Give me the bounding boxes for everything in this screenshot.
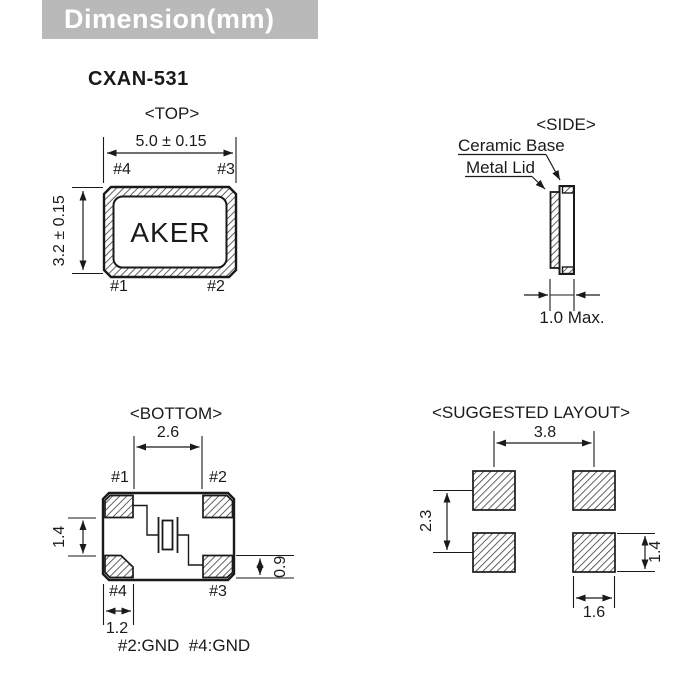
top-pad-label-3: #3 bbox=[217, 161, 235, 178]
top-view-title: <TOP> bbox=[144, 104, 200, 123]
brand-marking: AKER bbox=[130, 216, 211, 248]
bottom-pad-label-2: #2 bbox=[209, 469, 227, 486]
metal-lid-shape bbox=[549, 191, 561, 269]
crystal-symbol bbox=[157, 517, 179, 553]
land-pad-top-right bbox=[572, 470, 616, 511]
bottom-view-title: <BOTTOM> bbox=[129, 404, 223, 423]
pad-2-shape bbox=[202, 494, 234, 519]
layout-vpitch-dimension: 2.3 bbox=[418, 509, 436, 532]
pad-1-shape bbox=[104, 494, 134, 519]
layout-pad-height-dimension: 1.4 bbox=[647, 540, 665, 563]
top-pad-label-4: #4 bbox=[113, 161, 131, 178]
crystal-wiring bbox=[133, 504, 203, 566]
pad-4-shape bbox=[104, 554, 134, 579]
side-thickness-dimension: 1.0 Max. bbox=[539, 308, 605, 327]
land-pad-bottom-left bbox=[472, 532, 516, 573]
bottom-pad-height-dimension: 0.9 bbox=[272, 555, 290, 578]
bottom-pad-label-1: #1 bbox=[111, 469, 129, 486]
ground-note: #2:GND #4:GND bbox=[117, 636, 251, 655]
layout-pad-width-dimension: 1.6 bbox=[582, 604, 606, 621]
land-pad-top-left bbox=[472, 470, 516, 511]
layout-view-title: <SUGGESTED LAYOUT> bbox=[431, 403, 631, 422]
bottom-view-drawing bbox=[68, 436, 294, 625]
ceramic-base-label: Ceramic Base bbox=[458, 136, 565, 155]
top-pad-label-2: #2 bbox=[207, 278, 225, 295]
ceramic-base-shape bbox=[558, 185, 575, 275]
bottom-pad-width-dimension: 1.2 bbox=[105, 620, 129, 637]
bottom-span-dimension: 2.6 bbox=[156, 424, 180, 441]
bottom-pad-label-4: #4 bbox=[109, 583, 127, 600]
top-pad-label-1: #1 bbox=[110, 278, 128, 295]
bottom-pad-label-3: #3 bbox=[209, 583, 227, 600]
section-banner: Dimension(mm) bbox=[42, 0, 318, 39]
side-view-title: <SIDE> bbox=[536, 115, 596, 134]
part-number: CXAN-531 bbox=[88, 68, 189, 90]
bottom-gap-dimension: 1.4 bbox=[51, 525, 69, 548]
layout-hpitch-dimension: 3.8 bbox=[533, 424, 557, 441]
land-pad-bottom-right bbox=[572, 532, 616, 573]
layout-view-drawing bbox=[433, 431, 655, 608]
top-view-drawing bbox=[72, 137, 238, 279]
top-package-lid-face bbox=[112, 195, 228, 269]
pad-3-shape bbox=[202, 554, 234, 579]
top-width-dimension: 5.0 ± 0.15 bbox=[135, 133, 207, 150]
side-view-drawing bbox=[458, 153, 600, 311]
top-height-dimension: 3.2 ± 0.15 bbox=[51, 195, 69, 267]
metal-lid-label: Metal Lid bbox=[466, 158, 535, 177]
